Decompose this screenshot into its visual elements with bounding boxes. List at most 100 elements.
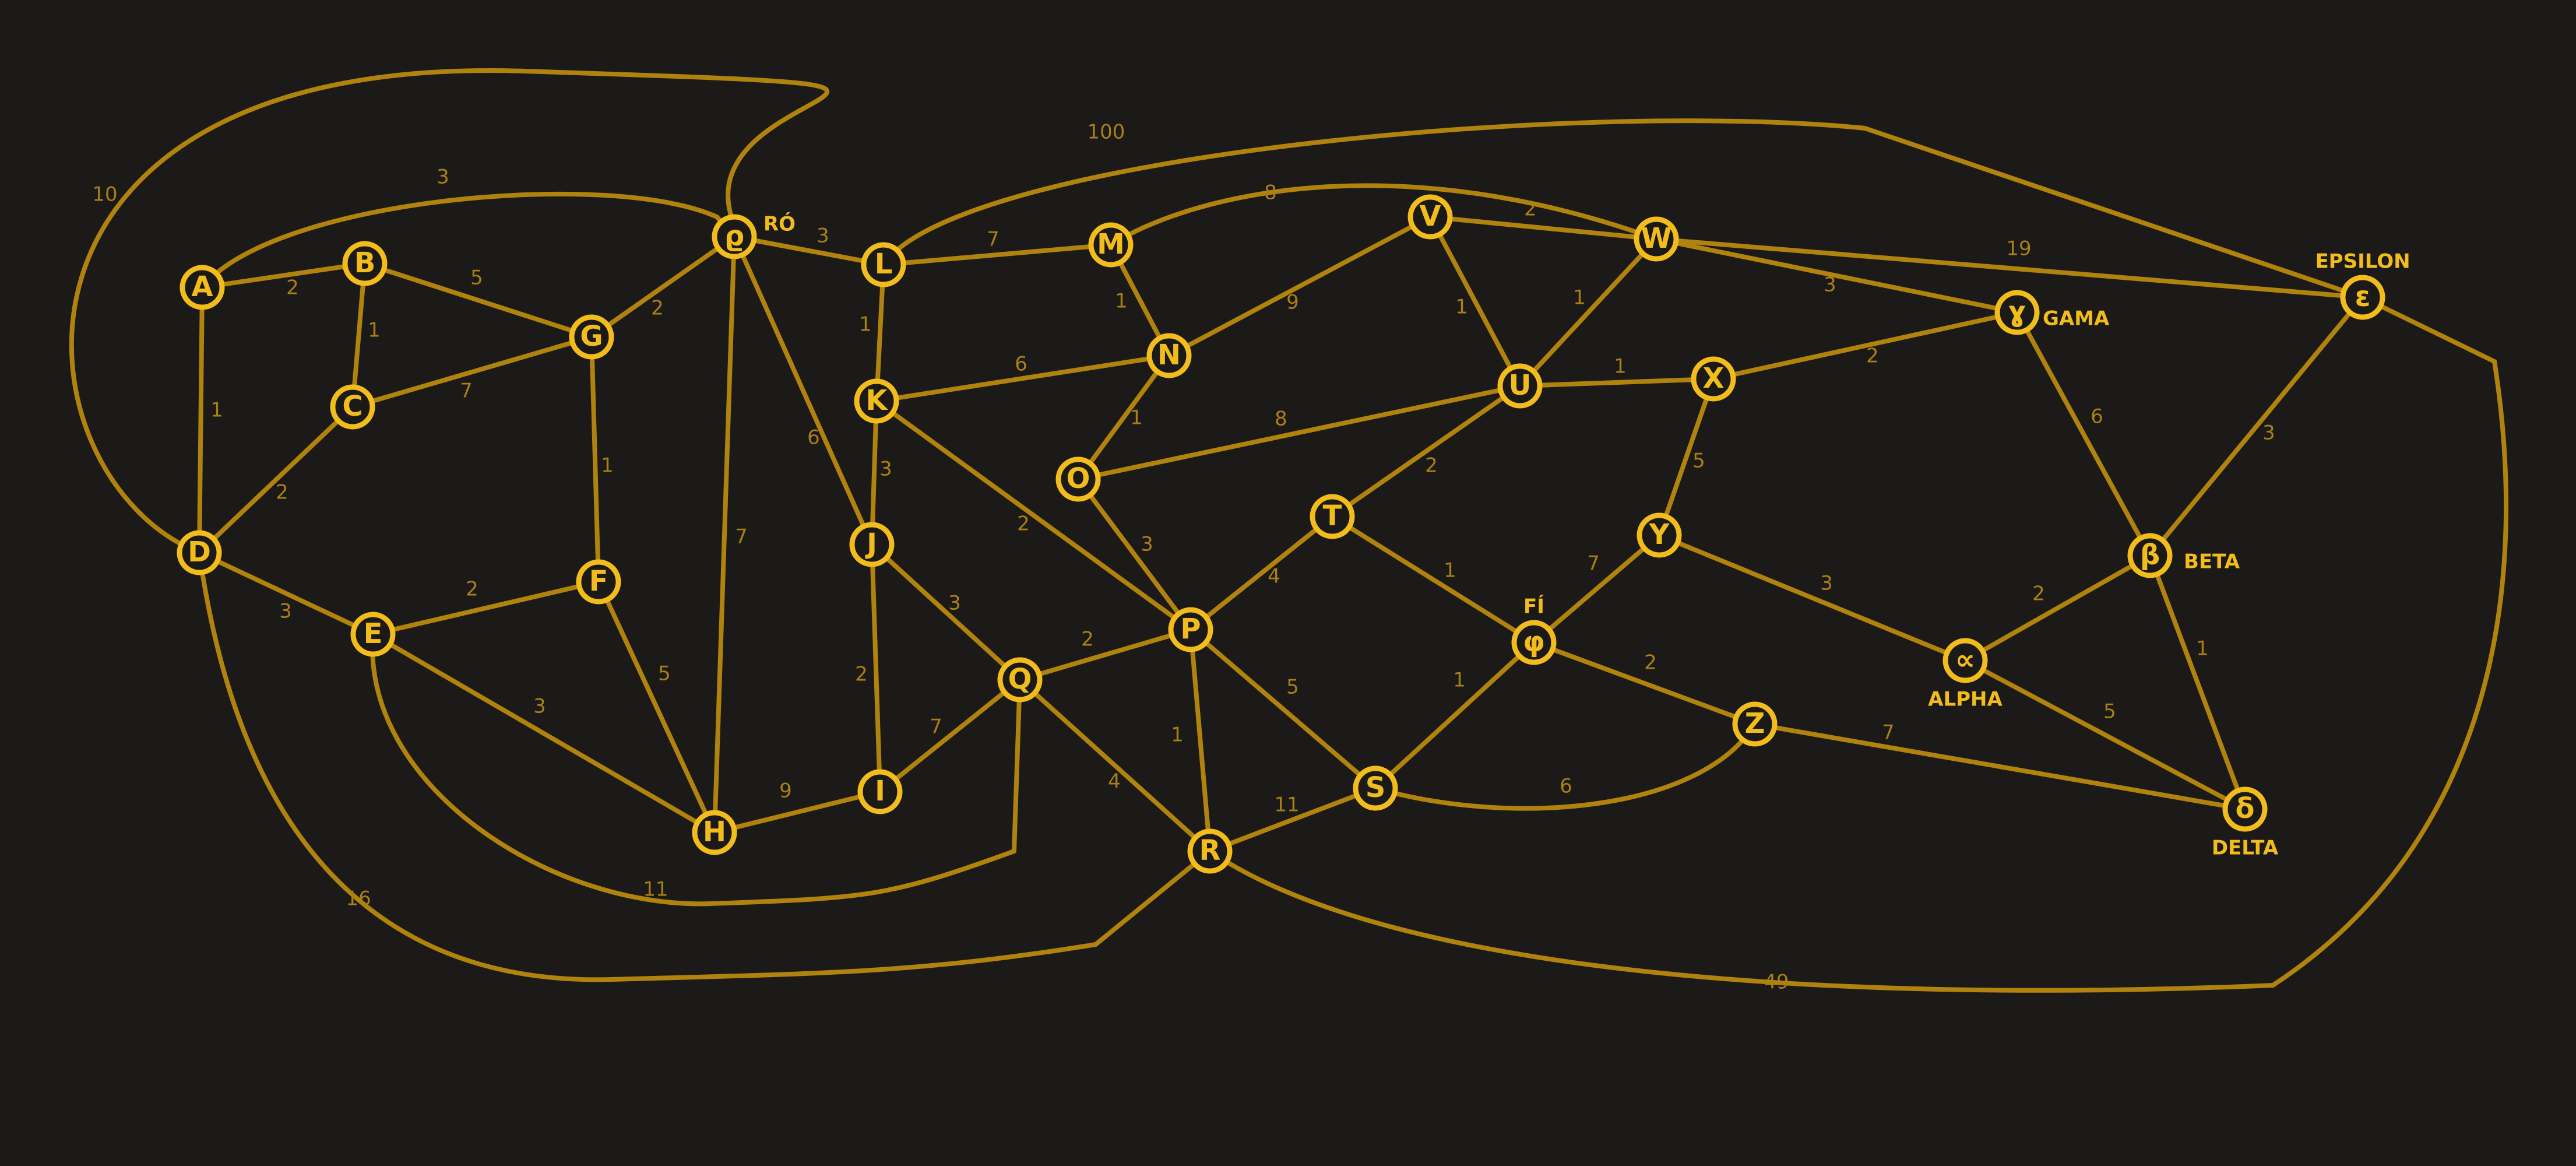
node-name-label: GAMA	[2043, 307, 2110, 331]
edge-weight-d-ro: 10	[92, 183, 117, 206]
edge-q-p	[1018, 627, 1193, 682]
edge-c-g	[350, 335, 594, 409]
node-label: A	[191, 271, 213, 303]
node-label: I	[875, 775, 885, 807]
edge-z-delta	[1752, 722, 2247, 812]
node-circle	[1310, 494, 1355, 539]
edge-fi-s	[1373, 640, 1536, 791]
edge-weight-alpha-delta: 5	[2103, 700, 2116, 724]
node-i: I	[857, 769, 903, 814]
edge-a-ro	[200, 191, 737, 290]
node-circle	[342, 241, 388, 286]
edge-ro-l	[732, 234, 886, 267]
node-circle	[1637, 512, 1682, 558]
edge-p-r	[1188, 627, 1212, 854]
node-label: U	[1509, 369, 1532, 402]
edge-v-u	[1428, 215, 1522, 388]
edge-d-r	[197, 550, 1212, 982]
node-g: G	[569, 314, 614, 360]
node-label: M	[1097, 228, 1125, 261]
node-p: P	[1168, 607, 1213, 652]
edge-weight-a-ro: 3	[437, 166, 449, 189]
edge-weight-beta-delta: 1	[2196, 637, 2209, 661]
node-circle	[861, 242, 906, 287]
edge-v-w	[1428, 215, 1659, 241]
edge-weight-c-d: 2	[276, 481, 288, 504]
node-a: A	[180, 265, 225, 310]
node-circle	[1511, 620, 1557, 665]
edge-weight-w-gama: 3	[1824, 273, 1836, 297]
edge-u-t	[1330, 384, 1522, 519]
edge-weight-p-t: 4	[1268, 565, 1280, 588]
edge-weight-d-e: 3	[279, 600, 292, 623]
node-j: J	[849, 522, 895, 567]
node-alpha: ∝ALPHA	[1928, 638, 2003, 711]
node-label: ε	[2355, 280, 2371, 313]
node-label: Y	[1649, 518, 1670, 551]
node-n: N	[1146, 333, 1192, 378]
node-circle	[692, 810, 737, 855]
edge-weight-f-h: 5	[658, 662, 671, 686]
node-circle	[1088, 222, 1134, 268]
node-label: K	[865, 384, 888, 417]
edge-n-o	[1076, 353, 1171, 482]
edge-w-epsilon	[1654, 237, 2365, 300]
node-circle	[1055, 456, 1101, 502]
edge-ro-j	[732, 234, 874, 547]
edge-weight-t-fi: 1	[1444, 559, 1456, 582]
edge-k-j	[870, 399, 879, 547]
node-d: D	[177, 530, 222, 575]
edge-weight-x-gama: 2	[1866, 345, 1879, 368]
node-label: ∝	[1955, 644, 1975, 676]
edge-r-epsilon	[1208, 295, 2509, 993]
edge-p-s	[1188, 627, 1378, 791]
node-label: B	[354, 247, 376, 279]
edge-k-n	[874, 353, 1171, 403]
edge-weight-o-p: 3	[1141, 533, 1153, 556]
node-h: H	[692, 810, 737, 855]
edge-w-gama	[1654, 237, 2019, 315]
node-o: O	[1055, 456, 1101, 502]
node-label: β	[2140, 539, 2160, 571]
node-s: S	[1353, 765, 1398, 811]
node-label: P	[1180, 613, 1201, 645]
edge-d-ro	[69, 68, 830, 555]
edge-t-fi	[1330, 514, 1536, 645]
node-e: E	[350, 612, 396, 657]
edges-layer	[69, 68, 2509, 993]
node-circle	[712, 214, 757, 259]
edge-p-t	[1188, 514, 1335, 632]
edge-h-i	[712, 789, 882, 835]
edge-weight-s-z: 6	[1560, 775, 1572, 798]
edge-weight-z-delta: 7	[1882, 721, 1895, 744]
node-label: Z	[1745, 707, 1765, 740]
edge-weight-l-m: 7	[987, 228, 1000, 251]
edge-epsilon-beta	[2148, 295, 2365, 558]
edge-l-m	[881, 243, 1113, 267]
edge-o-p	[1076, 477, 1193, 632]
node-circle	[330, 384, 375, 430]
edge-weight-n-o: 1	[1130, 406, 1143, 430]
node-m: M	[1088, 222, 1134, 268]
node-circle	[849, 522, 895, 567]
node-x: X	[1691, 356, 1736, 402]
edge-beta-delta	[2148, 553, 2247, 812]
edge-w-u	[1518, 237, 1659, 388]
edge-g-f	[589, 335, 601, 584]
node-c: C	[330, 384, 375, 430]
edge-weight-l-epsilon: 100	[1088, 121, 1125, 144]
node-q: Q	[997, 657, 1043, 703]
edge-weight-r-s: 11	[1274, 793, 1299, 817]
node-label: C	[342, 390, 363, 423]
node-f: F	[576, 559, 621, 605]
edge-q-r	[1018, 677, 1212, 854]
edge-e-q	[370, 632, 1022, 907]
edge-weight-ro-l: 3	[817, 224, 829, 248]
edge-x-gama	[1711, 310, 2019, 381]
edge-weight-m-n: 1	[1115, 290, 1128, 313]
edge-o-u	[1076, 384, 1522, 482]
node-circle	[177, 530, 222, 575]
